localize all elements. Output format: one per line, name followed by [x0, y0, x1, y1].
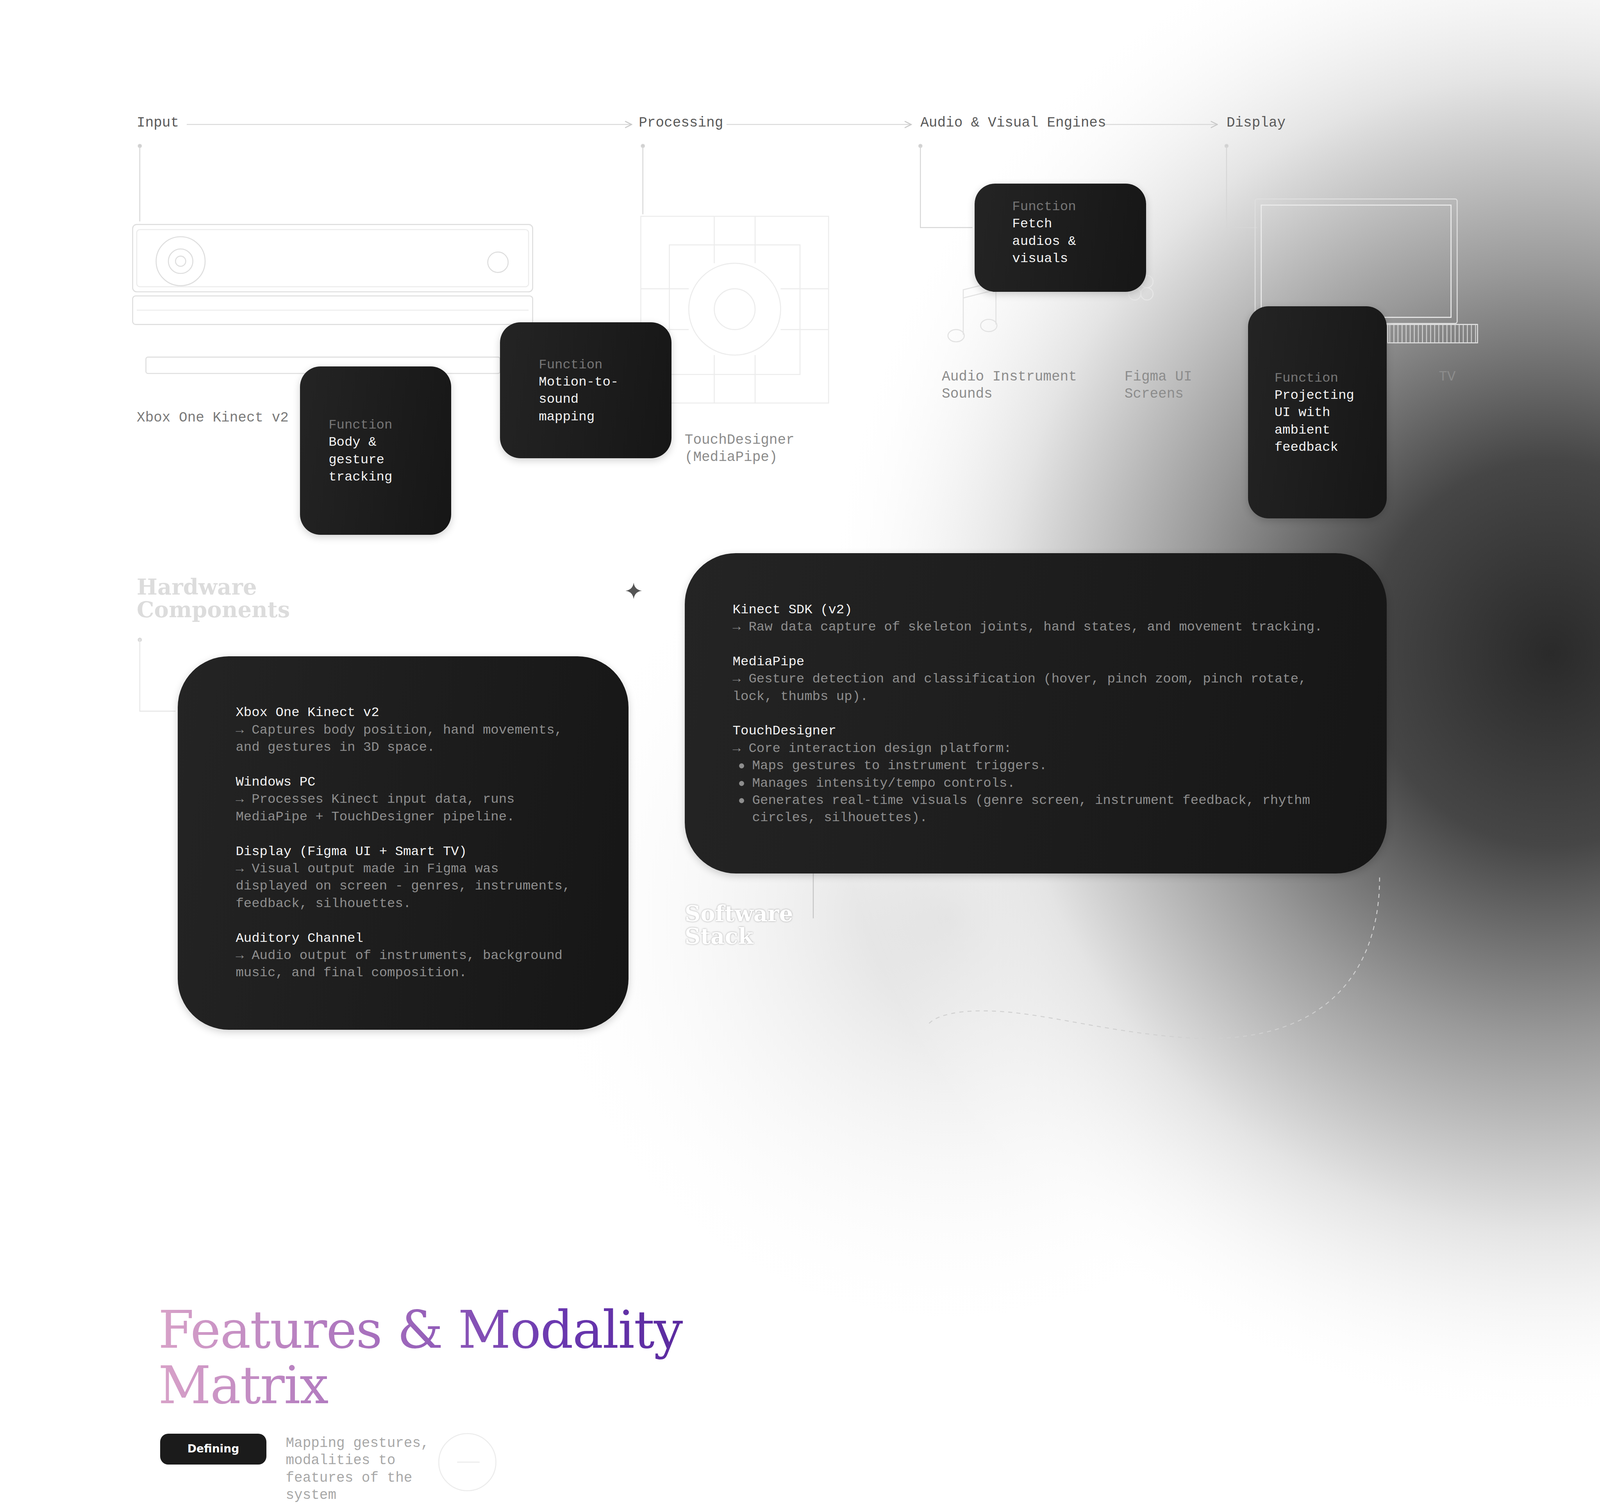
part-label: Xbox One Kinect v2 [136, 409, 290, 427]
box-body: → Visual output made in Figma was displa… [235, 860, 573, 913]
bullet-item: Generates real-time visuals (genre scree… [732, 791, 1355, 827]
box-body: → Core interaction design platform: [732, 739, 1335, 758]
software-panel: Kinect SDK (v2)→ Raw data capture of ske… [684, 553, 1387, 874]
box-heading: Kinect SDK (v2) [732, 601, 1335, 619]
box-body: → Processes Kinect input data, runs Medi… [235, 790, 573, 826]
stage-heading: Input [136, 114, 199, 132]
function-box: FunctionProjecting UI with ambient feedb… [1248, 306, 1387, 519]
function-label: Function [538, 356, 636, 374]
section-title: Features & Modality Matrix [158, 1301, 689, 1413]
section-heading: Software Stack [684, 901, 838, 948]
function-label: Function [328, 416, 427, 434]
tag-pill: Defining [160, 1433, 267, 1465]
box-heading: Xbox One Kinect v2 [235, 703, 573, 722]
function-box: FunctionFetch audios & visuals [974, 183, 1147, 292]
box-body: → Captures body position, hand movements… [235, 721, 573, 757]
box-heading: Motion-to-sound mapping [538, 373, 636, 426]
function-label: Function [1274, 369, 1359, 387]
stage-heading: Audio & Visual Engines [920, 114, 1115, 132]
hardware-panel: Xbox One Kinect v2→ Captures body positi… [177, 656, 629, 1030]
box-body: → Raw data capture of skeleton joints, h… [732, 618, 1335, 636]
box-heading: TouchDesigner [732, 722, 1335, 740]
part-label: Audio Instrument Sounds [941, 368, 1085, 404]
box-heading: Projecting UI with ambient feedback [1274, 386, 1359, 457]
box-body: → Audio output of instruments, backgroun… [235, 946, 573, 982]
box-heading: MediaPipe [732, 653, 1335, 671]
tag-text: Defining [187, 1442, 240, 1456]
bullet-item: Manages intensity/tempo controls. [732, 774, 1355, 792]
part-label: Figma UI Screens [1124, 368, 1217, 404]
section-heading: Hardware Components [136, 575, 311, 621]
part-label: TV [1438, 368, 1470, 386]
bullet-item: Maps gestures to instrument triggers. [732, 757, 1355, 775]
arrow-circle [438, 1433, 496, 1491]
box-heading: Auditory Channel [235, 929, 573, 947]
subtitle-note: Mapping gestures, modalities to features… [285, 1434, 431, 1504]
box-body: → Gesture detection and classification (… [732, 670, 1335, 706]
function-box: FunctionBody & gesture tracking [300, 366, 452, 535]
box-heading: Body & gesture tracking [328, 433, 427, 486]
function-box: FunctionMotion-to-sound mapping [500, 322, 672, 458]
sparkle-star [625, 582, 642, 599]
part-label: TouchDesigner (MediaPipe) [684, 431, 800, 467]
box-heading: Windows PC [235, 773, 573, 791]
function-label: Function [1012, 198, 1094, 216]
box-heading: Display (Figma UI + Smart TV) [235, 842, 573, 861]
stage-heading: Processing [638, 114, 741, 132]
box-heading: Fetch audios & visuals [1012, 215, 1094, 268]
stage-heading: Display [1226, 114, 1299, 132]
kinect-sensor [132, 224, 533, 374]
